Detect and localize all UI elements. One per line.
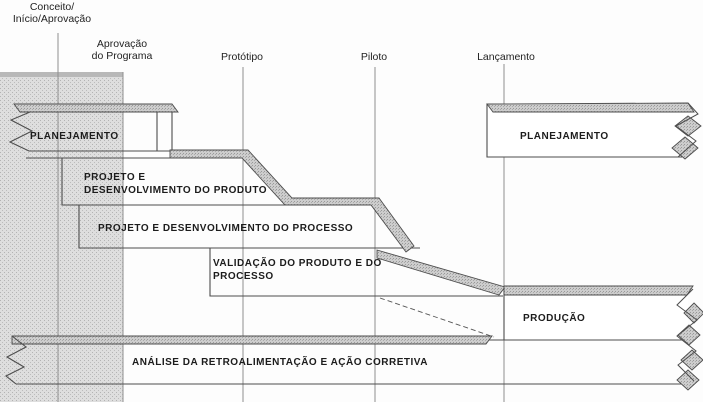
planejamento-right-torn-diamond — [674, 115, 702, 137]
bar-produto-outline — [61, 158, 377, 206]
milestone-label-line: Lançamento — [477, 51, 535, 63]
milestone-label-line: Protótipo — [220, 51, 264, 63]
bar-planejamento-right-outline — [486, 104, 682, 158]
phase-label-line: PROJETO E — [84, 172, 146, 183]
phase-label-analise: ANÁLISE DA RETROALIMENTAÇÃO E AÇÃO CORRE… — [132, 357, 428, 368]
milestone-label-line: do Programa — [91, 50, 153, 62]
shaded-column-fill — [0, 72, 123, 402]
milestone-label-lancamento: Lançamento — [454, 51, 558, 63]
analise-torn-diamond — [680, 349, 703, 371]
analise-torn-diamond — [676, 369, 700, 391]
bar-planejamento-left-outline — [8, 111, 173, 152]
phase-label-planejamento-right: PLANEJAMENTO — [520, 131, 609, 142]
phase-label-projeto-processo: PROJETO E DESENVOLVIMENTO DO PROCESSO — [98, 223, 354, 234]
milestone-label-line: Conceito/ — [29, 1, 75, 13]
milestone-lines — [57, 33, 505, 402]
bar-validacao-outline — [209, 247, 503, 297]
bar-producao-outline — [503, 286, 682, 341]
torn-edges — [4, 102, 703, 391]
analise-top-band — [11, 335, 493, 345]
producao-analise-right-zigzag — [676, 288, 698, 382]
phase-label-line: PROCESSO — [213, 270, 274, 282]
shaded-column-top-edge — [0, 72, 123, 77]
connector-bands — [11, 102, 695, 345]
slope-validacao-to-producao — [376, 249, 506, 296]
phase-label-producao: PRODUÇÃO — [523, 313, 586, 324]
right-bars — [486, 104, 688, 341]
milestone-label-piloto: Piloto — [324, 51, 424, 63]
milestone-label-line: Aprovação — [96, 38, 148, 50]
milestone-label-conceito: Conceito/Início/Aprovação — [2, 1, 102, 25]
analise-left-zigzag — [4, 335, 28, 385]
phase-label-line: VALIDAÇÃO DO PRODUTO E DO — [213, 258, 382, 269]
step-ribbon-planejamento-to-processo — [169, 149, 415, 253]
milestone-label-prototipo: Protótipo — [192, 51, 292, 63]
bar-producao-fill — [504, 286, 688, 340]
planejamento-right-zigzag — [675, 102, 699, 158]
producao-top-band — [503, 285, 694, 296]
bar-planejamento-right-fill — [487, 104, 688, 157]
dashed-convergence-line — [379, 297, 495, 338]
planejamento-right-torn-diamond — [671, 136, 699, 160]
planejamento-right-top-band — [486, 102, 695, 113]
concept-shaded-column — [0, 72, 123, 402]
phase-label-line: DESENVOLVIMENTO DO PRODUTO — [84, 184, 268, 196]
planejamento-left-top-band — [13, 103, 179, 113]
milestone-label-line: Piloto — [360, 51, 388, 63]
phase-label-planejamento-left: PLANEJAMENTO — [30, 131, 119, 142]
milestone-label-line: Início/Aprovação — [12, 13, 92, 25]
